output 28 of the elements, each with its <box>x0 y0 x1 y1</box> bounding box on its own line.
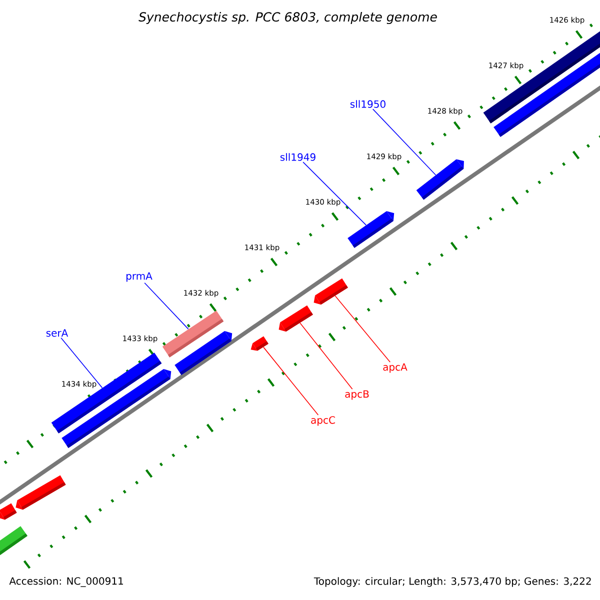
accession-text: Accession: NC_000911 <box>9 577 123 587</box>
leader-line <box>144 282 189 330</box>
gene-feature <box>348 211 394 248</box>
gene-feature <box>278 305 313 332</box>
leader-line <box>300 322 353 390</box>
gene-label: apcC <box>311 416 335 426</box>
leader-line <box>60 338 103 388</box>
gene-label: sll1950 <box>350 100 386 108</box>
leader-line <box>372 108 436 176</box>
gene-label: apcB <box>345 390 369 400</box>
gene-feature <box>174 331 232 375</box>
title: Synechocystis sp. PCC 6803, complete genome <box>138 12 437 24</box>
gene-feature <box>416 159 464 200</box>
gene-feature <box>62 369 172 448</box>
gene-feature <box>0 526 28 557</box>
gene-feature <box>314 278 348 305</box>
gene-label: apcA <box>383 363 408 373</box>
leader-line <box>263 346 319 416</box>
gene-feature <box>483 30 600 124</box>
gene-label: serA <box>46 329 68 337</box>
leader-line <box>302 162 366 226</box>
gene-label: prmA <box>126 272 152 282</box>
genome-info-text: Topology: circular; Length: 3,573,470 bp; Genes: 3,222 <box>314 577 591 587</box>
leader-line <box>334 296 391 363</box>
gene-feature <box>250 336 268 351</box>
gene-label: sll1949 <box>280 153 316 161</box>
gene-feature <box>16 475 66 510</box>
gene-feature <box>0 503 17 520</box>
